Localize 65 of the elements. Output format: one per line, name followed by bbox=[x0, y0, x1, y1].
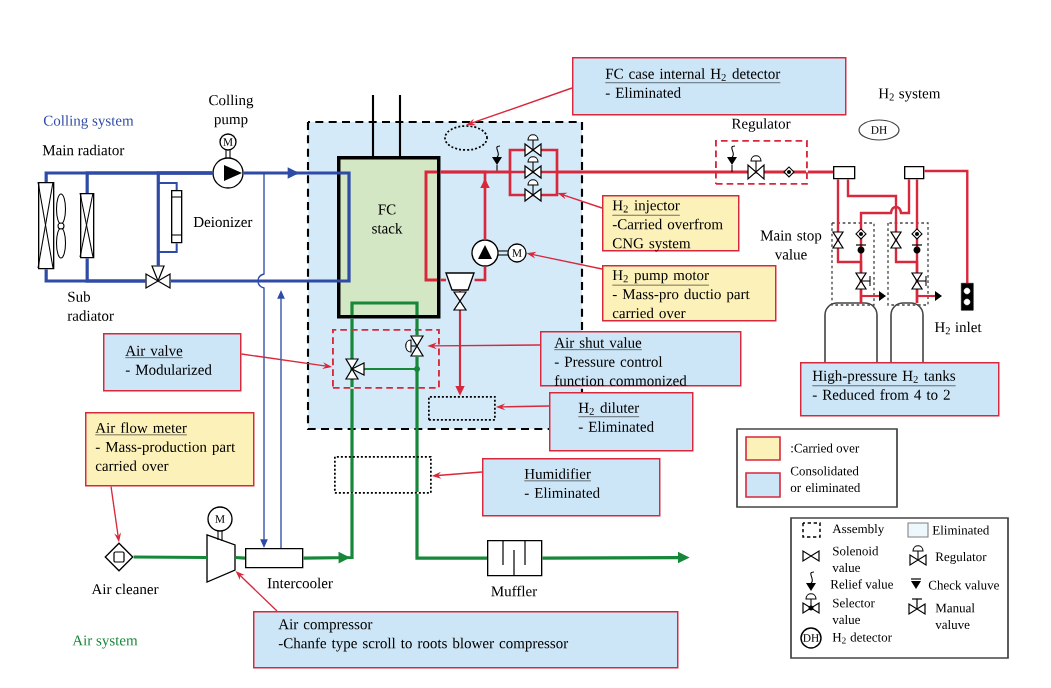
legend-label: Relief value bbox=[830, 579, 893, 589]
legend-label: H$_{2}$ detector bbox=[832, 632, 892, 644]
legend-label: Regulator bbox=[935, 552, 987, 564]
pipe bbox=[415, 356, 419, 456]
callout-box: Air valve - Modularized bbox=[103, 333, 242, 392]
part-label: Intercooler bbox=[267, 577, 333, 589]
fuel-cell-stack: FC stack bbox=[337, 156, 441, 319]
tank bbox=[824, 302, 878, 363]
pipe bbox=[915, 179, 919, 303]
pipe bbox=[156, 171, 213, 266]
pipe bbox=[807, 170, 833, 174]
part-label: Colling pump bbox=[209, 94, 254, 128]
pipe bbox=[235, 555, 246, 560]
legend-label: Solenoid value bbox=[832, 546, 879, 573]
callout-box: H$_{2}$ injector -Carried overfrom CNG system bbox=[602, 195, 740, 252]
pipe bbox=[170, 279, 337, 283]
callout-box: H$_{2}$ diluter - Eliminated bbox=[549, 392, 694, 452]
pipe bbox=[85, 258, 146, 283]
dotted-ellipse bbox=[444, 125, 488, 151]
part-label: Air cleaner bbox=[91, 583, 159, 595]
valve-symbol bbox=[405, 335, 425, 357]
dotted-box bbox=[428, 396, 496, 421]
tank bbox=[890, 302, 924, 363]
injector-valves bbox=[508, 134, 559, 203]
pipe bbox=[157, 242, 178, 267]
legend-label: Check valuve bbox=[928, 580, 999, 590]
part-label: H$_{2}$ inlet bbox=[934, 321, 982, 335]
pipe bbox=[350, 388, 354, 456]
part-label: Regulator bbox=[731, 118, 791, 132]
system-label: Colling system bbox=[43, 115, 134, 129]
part-label: Muffler bbox=[491, 585, 538, 597]
pipe bbox=[157, 172, 214, 191]
system-label: H$_{2}$ system bbox=[878, 88, 941, 102]
legend-label: :Carried over bbox=[791, 443, 860, 453]
dotted-box bbox=[334, 456, 432, 494]
manifold-block bbox=[833, 166, 856, 180]
legend-label: Assembly bbox=[832, 524, 885, 536]
pipe bbox=[859, 179, 911, 303]
legend-label: Manual valuve bbox=[935, 603, 975, 630]
pipe bbox=[924, 169, 969, 283]
part-label: Sub radiator bbox=[67, 291, 114, 321]
pipe bbox=[557, 170, 715, 174]
dashed-box bbox=[332, 329, 440, 389]
callout-box: H$_{2}$ pump motor - Mass-pro ductio part carried over bbox=[602, 265, 777, 322]
pipe bbox=[415, 318, 419, 336]
callout-box: Humidifier - Eliminated bbox=[482, 458, 661, 517]
callout-box: Air compressor -Chanfe type scroll to roots blower compressor bbox=[253, 611, 679, 669]
callout-box: High-pressure H$_{2}$ tanks - Reduced from 4 to 2 bbox=[800, 362, 1000, 417]
pipe bbox=[415, 493, 487, 560]
callout-box: Air flow meter - Mass-production part carried over bbox=[85, 412, 255, 487]
legend-label: Consolidated or eliminated bbox=[790, 466, 861, 493]
pipe bbox=[350, 318, 354, 329]
pipe bbox=[133, 555, 208, 560]
system-label: Air system bbox=[72, 635, 138, 649]
callout-box: FC case internal H$_{2}$ detector - Eliminated bbox=[572, 57, 847, 116]
part-label: Main stop value bbox=[760, 230, 822, 260]
manifold-block bbox=[904, 166, 925, 180]
part-label: Deionizer bbox=[193, 216, 253, 228]
valve-symbol bbox=[145, 265, 171, 290]
legend-label: Eliminated bbox=[932, 525, 990, 535]
pipe bbox=[474, 266, 487, 282]
callout-box: Air shut value - Pressure control function commonized bbox=[540, 331, 742, 387]
part-label: Main radiator bbox=[42, 144, 125, 156]
separator-symbol bbox=[445, 272, 475, 291]
pipe bbox=[440, 278, 446, 282]
